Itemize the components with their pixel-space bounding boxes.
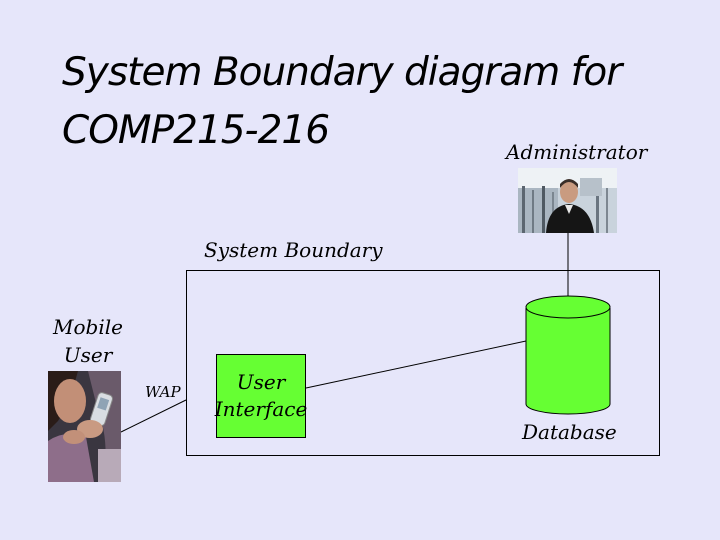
mobile-user-label: Mobile User	[53, 315, 123, 367]
mobile-user-photo	[48, 371, 121, 482]
administrator-label: Administrator	[506, 140, 648, 164]
database-cylinder-icon	[525, 295, 611, 415]
administrator-photo	[518, 168, 617, 233]
slide-title-line-1: System Boundary diagram for	[62, 50, 622, 95]
system-boundary-label: System Boundary	[204, 238, 383, 262]
system-boundary-box	[186, 270, 660, 456]
slide-title: System Boundary diagram for COMP215-216	[62, 44, 702, 160]
database-label: Database	[522, 420, 617, 444]
user-interface-label: User Interface	[214, 370, 308, 421]
slide-title-line-2: COMP215-216	[62, 108, 330, 153]
wap-connector-line	[120, 399, 187, 433]
wap-connection-label: WAP	[145, 383, 181, 401]
ui-database-connector-line	[305, 340, 527, 389]
user-interface-box: User Interface	[214, 354, 308, 438]
